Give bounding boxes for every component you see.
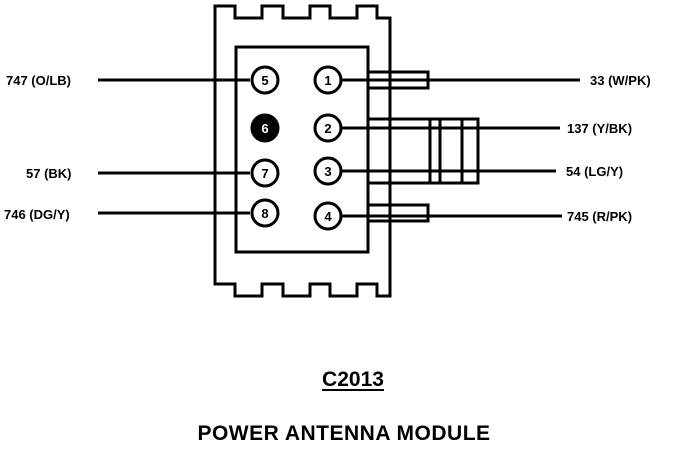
pin-1-number: 1 [324,73,331,88]
pin-2: 2 [313,113,343,143]
pin-2-number: 2 [324,121,331,136]
pin-5-number: 5 [261,73,268,88]
wire-label-pin-7: 57 (BK) [26,166,72,181]
pin-1: 1 [313,65,343,95]
pin-8-number: 8 [261,206,268,221]
left-wire-leads [98,78,250,215]
wire-label-pin-4: 745 (R/PK) [567,209,633,224]
pin-7-number: 7 [261,166,268,181]
wire-label-pin-5: 747 (O/LB) [6,73,72,88]
right-wire-leads [342,78,580,218]
wire-label-pin-1: 33 (W/PK) [590,73,651,88]
connector-latch [366,70,480,223]
pin-5: 5 [250,65,280,95]
pin-4: 4 [313,201,343,231]
connector-id: C2013 [322,368,384,391]
pin-6-number: 6 [261,121,268,136]
module-title: POWER ANTENNA MODULE [197,422,491,445]
pin-8: 8 [250,198,280,228]
pin-3-number: 3 [324,164,331,179]
connector-body [213,4,392,298]
pin-3: 3 [313,156,343,186]
pin-7: 7 [250,158,280,188]
wire-label-pin-3: 54 (LG/Y) [566,164,624,179]
pin-4-number: 4 [324,209,332,224]
wire-label-pin-8: 746 (DG/Y) [4,207,70,222]
pin-6-plugged: 6 [250,113,280,143]
wire-label-pin-2: 137 (Y/BK) [567,121,633,136]
connector-id-heading: C2013 [0,368,688,392]
